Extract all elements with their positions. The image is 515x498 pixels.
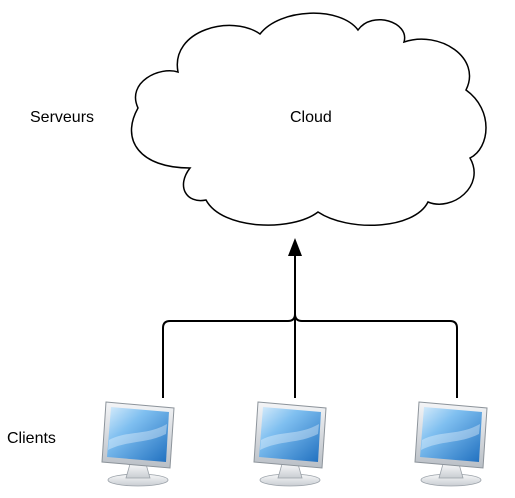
client-monitor-3: [414, 401, 488, 487]
monitor-icon: [253, 401, 327, 487]
arrow-head: [288, 238, 302, 256]
clients-label: Clients: [7, 430, 56, 447]
cloud-shape: [130, 12, 487, 227]
monitor-icon: [414, 401, 488, 487]
monitor-icon: [101, 401, 175, 487]
connector-lines: [162, 256, 458, 398]
client-monitor-2: [253, 401, 327, 487]
client-monitor-1: [101, 401, 175, 487]
servers-label: Serveurs: [30, 109, 95, 126]
cloud-label: Cloud: [290, 109, 332, 126]
